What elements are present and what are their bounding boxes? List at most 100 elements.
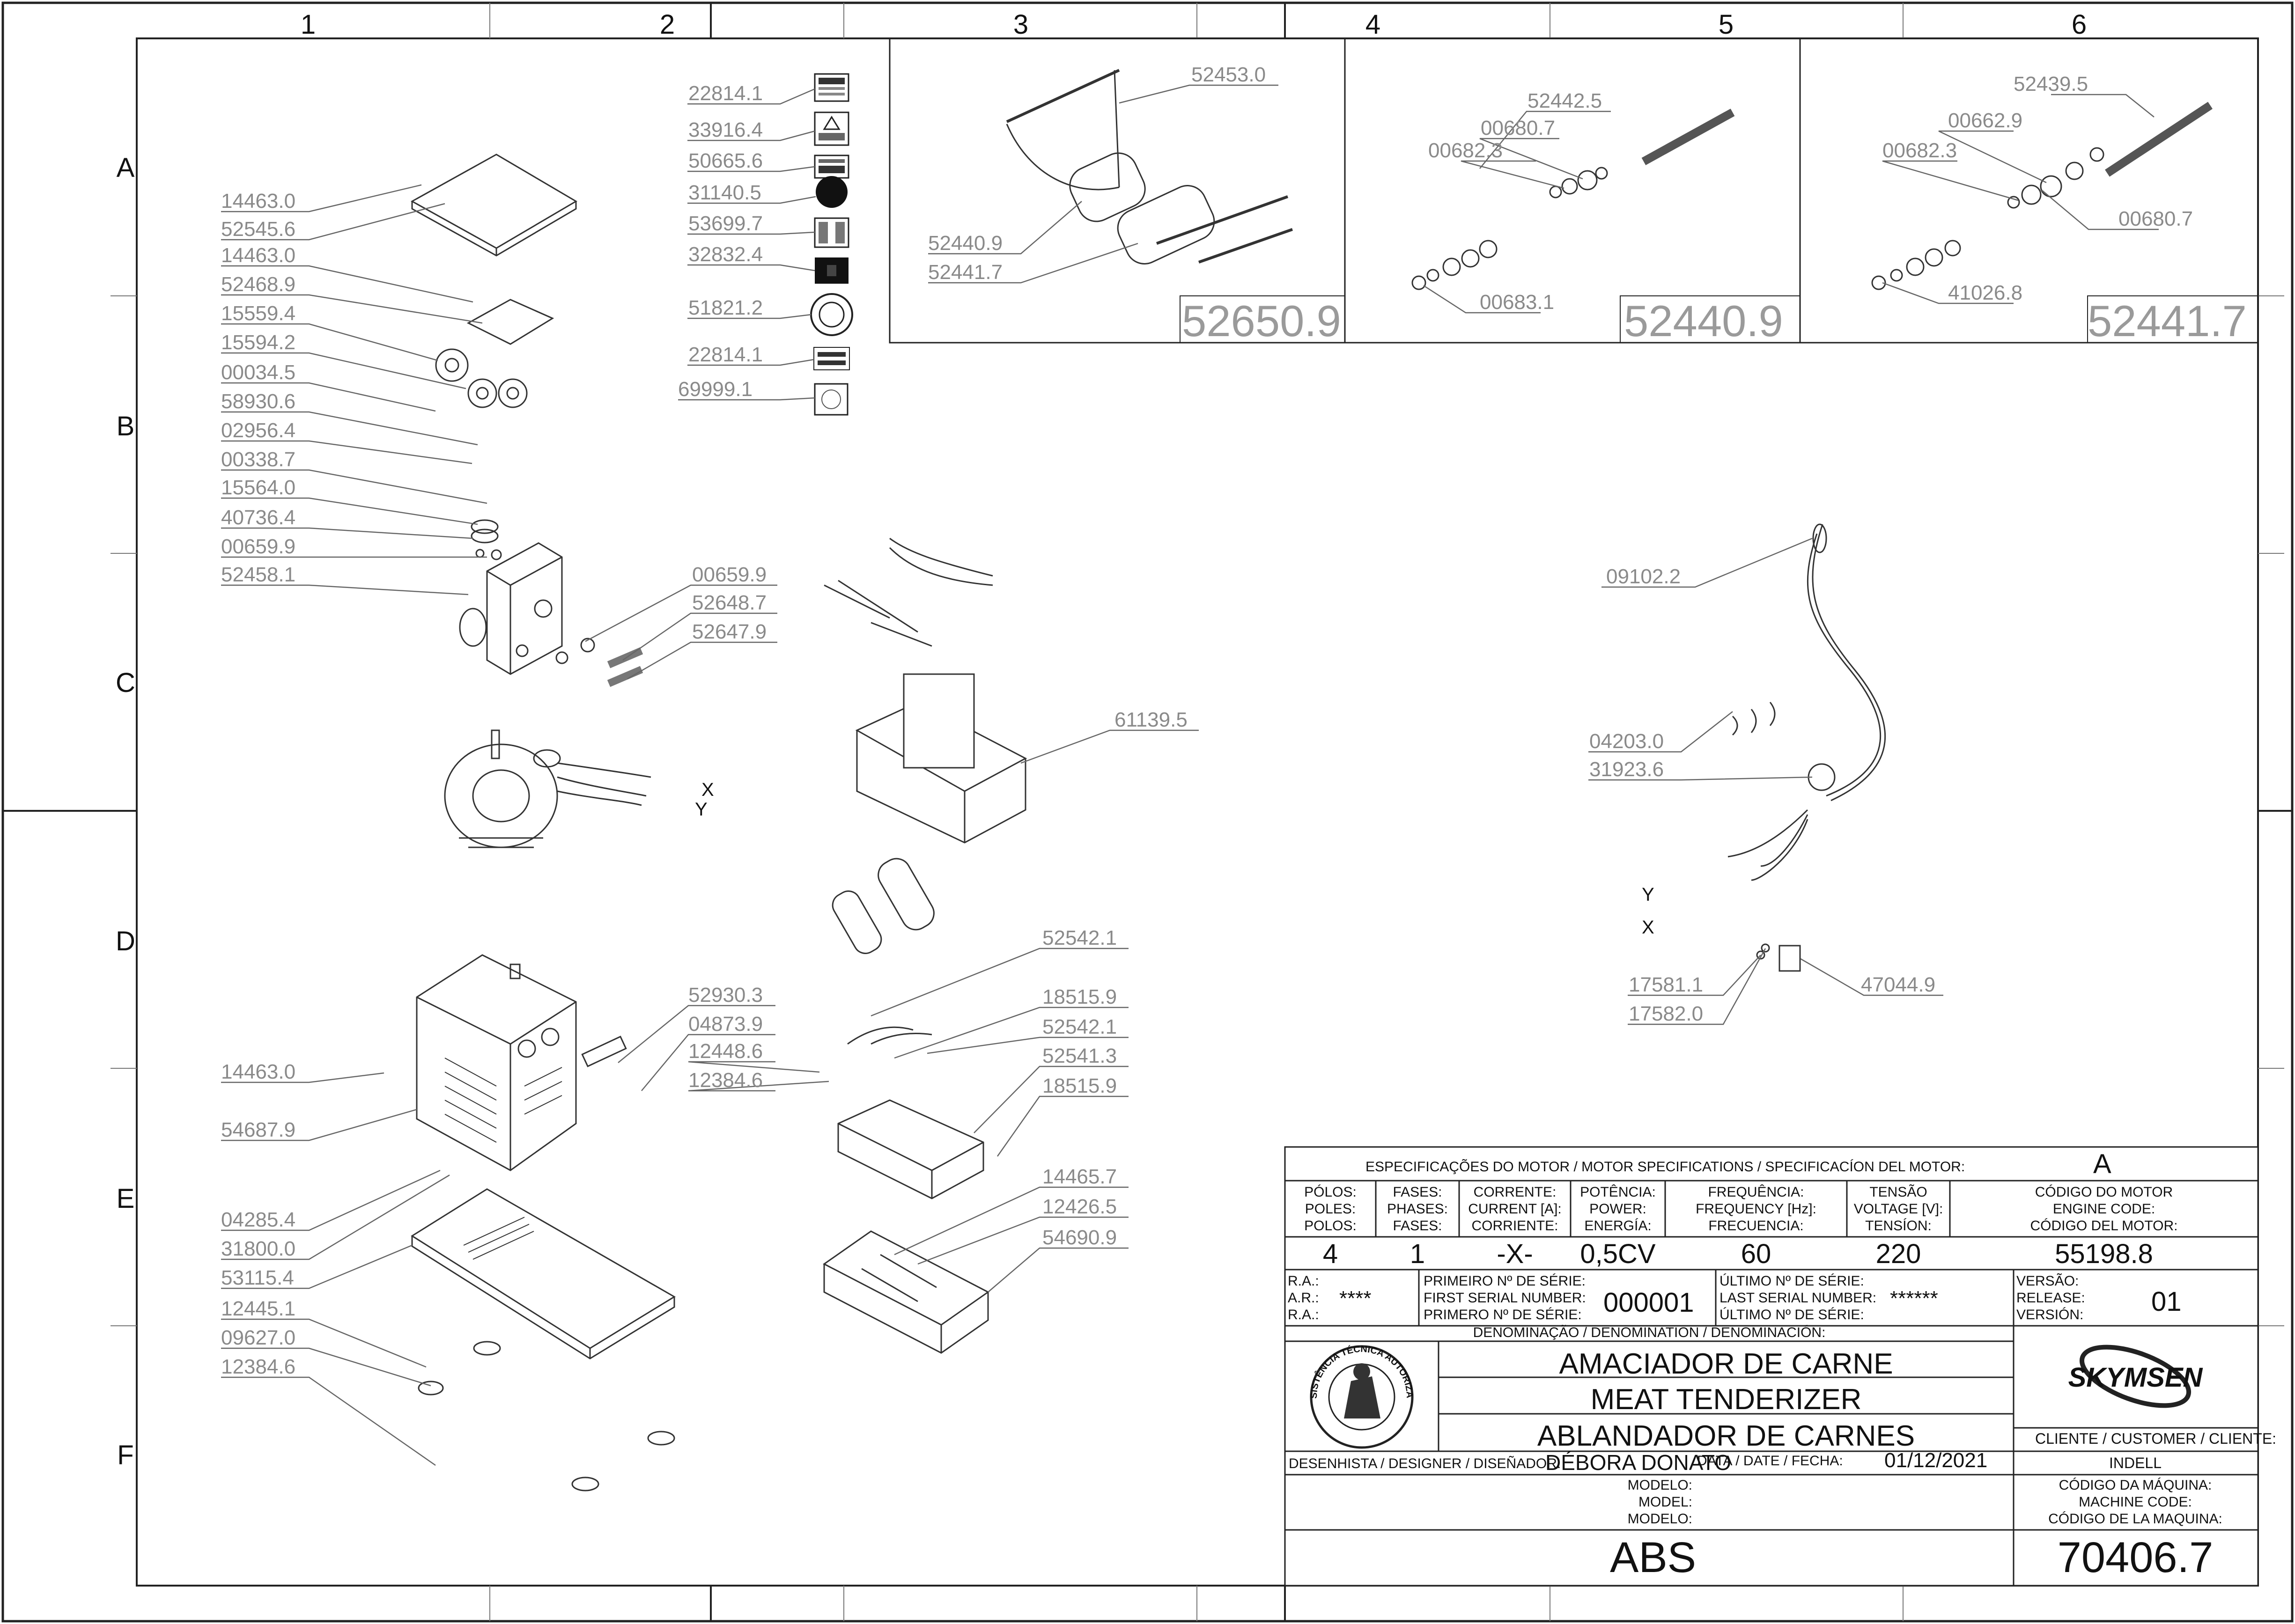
value-phases: 1 <box>1410 1239 1425 1269</box>
part-label: 12384.6 <box>221 1355 295 1378</box>
part-label: 09102.2 <box>1606 565 1681 588</box>
pins-part <box>471 519 643 687</box>
value-poles: 4 <box>1323 1239 1338 1269</box>
decal-label: 32832.4 <box>688 243 763 266</box>
part-label: 12384.6 <box>688 1069 763 1092</box>
last-serial-label-es: ÚLTIMO Nº DE SÉRIE: <box>1719 1307 1864 1323</box>
assembly-number-rollers: 52650.9 <box>1182 296 1341 345</box>
bracket-plate-part <box>466 299 554 345</box>
value-voltage: 220 <box>1876 1239 1921 1269</box>
leader-lines <box>221 84 2159 1466</box>
model-label-en: MODEL: <box>1638 1494 1692 1510</box>
part-label: 04873.9 <box>688 1013 763 1036</box>
parts-artwork <box>410 69 2213 1492</box>
decal-label: 33916.4 <box>688 118 763 141</box>
part-label: 00659.9 <box>221 535 295 558</box>
part-label: 00680.7 <box>1481 117 1555 140</box>
part-label: 52542.1 <box>1042 926 1117 949</box>
grid-col-1: 1 <box>301 9 316 40</box>
part-label: 52439.5 <box>2014 73 2088 96</box>
header-phases-en: PHASES: <box>1387 1201 1448 1217</box>
gearbox-housing-part <box>459 542 563 675</box>
decal-label: 69999.1 <box>678 378 753 401</box>
date-label: DATA / DATE / FECHA: <box>1697 1453 1843 1469</box>
decal-round-seal <box>810 293 853 336</box>
header-frequency-pt: FREQUÊNCIA: <box>1708 1184 1804 1200</box>
part-label: 52468.9 <box>221 273 295 296</box>
part-label: 00683.1 <box>1480 291 1554 314</box>
svg-text:ASSISTÊNCIA TÉCNICA AUTORIZADA: ASSISTÊNCIA TÉCNICA AUTORIZADA <box>0 0 1415 1399</box>
part-label: 52458.1 <box>221 563 295 586</box>
header-power-en: POWER: <box>1589 1201 1646 1217</box>
grid-col-5: 5 <box>1719 9 1734 40</box>
axis-label-x: X <box>1642 917 1654 938</box>
part-label: 14463.0 <box>221 244 295 267</box>
part-label: 40736.4 <box>221 506 295 529</box>
part-label: 47044.9 <box>1861 973 1935 996</box>
grid-row-e: E <box>117 1183 135 1214</box>
assembly-number-shaft-a: 52440.9 <box>1624 296 1783 345</box>
guide-block-part <box>855 673 1027 844</box>
part-label: 00680.7 <box>2118 207 2193 230</box>
decal-label-9 <box>814 383 849 416</box>
part-labels: 14463.0 52545.6 14463.0 52468.9 15559.4 … <box>221 63 2193 1378</box>
grid-row-a: A <box>117 153 135 183</box>
header-phases-es: FASES: <box>1393 1218 1442 1234</box>
motor-revision: A <box>2093 1149 2111 1179</box>
detail-boxes <box>889 37 2259 344</box>
switch-part <box>1756 943 1801 972</box>
part-label: 15559.4 <box>221 302 295 325</box>
part-label: 41026.8 <box>1948 281 2022 304</box>
denomination-label: DENOMINAÇÃO / DENOMINATION / DENOMINACIÓ… <box>1473 1324 1826 1340</box>
value-engine-code: 55198.8 <box>2055 1239 2153 1269</box>
header-voltage-es: TENSÍON: <box>1865 1218 1932 1234</box>
part-label: 15594.2 <box>221 331 295 354</box>
part-label: 00662.9 <box>1948 109 2022 132</box>
assembly-number-shaft-b: 52441.7 <box>2088 296 2247 345</box>
designer-value: DÉBORA DONATO <box>1545 1450 1731 1475</box>
part-label: 52542.1 <box>1042 1015 1117 1038</box>
header-voltage-pt: TENSÃO <box>1869 1184 1927 1200</box>
grid-row-c: C <box>116 668 135 698</box>
part-label: 31923.6 <box>1589 758 1664 781</box>
roller-assembly-detail-part <box>1006 69 1293 265</box>
main-housing-part <box>416 954 577 1171</box>
motor-part <box>444 729 651 848</box>
last-serial-label-pt: ÚLTIMO Nº DE SÉRIE: <box>1719 1273 1864 1289</box>
first-serial-label-es: PRIMERO Nº DE SÉRIE: <box>1424 1307 1582 1323</box>
header-power-es: ENERGÍA: <box>1584 1218 1651 1234</box>
cable-part <box>1727 523 1886 881</box>
grid-col-2: 2 <box>660 9 675 40</box>
part-label: 52440.9 <box>928 232 1003 255</box>
version-value: 01 <box>2151 1286 2182 1317</box>
ra-label-es: R.A.: <box>1288 1307 1319 1323</box>
machine-code-label-pt: CÓDIGO DA MÁQUINA: <box>2059 1477 2212 1493</box>
part-label: 12426.5 <box>1042 1195 1117 1218</box>
decal-label-8 <box>813 347 850 370</box>
motor-spec-title: ESPECIFICAÇÕES DO MOTOR / MOTOR SPECIFIC… <box>1365 1159 1965 1175</box>
comb-frame-part <box>581 1026 984 1199</box>
header-voltage-en: VOLTAGE [V]: <box>1854 1201 1943 1217</box>
part-label: 54687.9 <box>221 1118 295 1141</box>
value-power: 0,5CV <box>1580 1239 1656 1269</box>
gears-part <box>435 348 528 408</box>
part-label: 54690.9 <box>1042 1226 1117 1249</box>
part-label: 18515.9 <box>1042 1074 1117 1097</box>
grid-column-labels: 1 2 3 4 5 6 <box>301 9 2087 40</box>
part-label: 52545.6 <box>221 218 295 241</box>
part-label: 12448.6 <box>688 1040 763 1063</box>
axis-label-y: Y <box>695 799 708 820</box>
last-serial-value: ****** <box>1890 1287 1938 1310</box>
grid-row-f: F <box>117 1440 133 1470</box>
decal-label: 22814.1 <box>688 343 763 366</box>
part-label: 17581.1 <box>1629 973 1703 996</box>
grid-row-d: D <box>116 926 135 956</box>
part-label: 52442.5 <box>1528 89 1602 112</box>
header-phases-pt: FASES: <box>1393 1184 1442 1200</box>
ra-label-en: A.R.: <box>1288 1290 1319 1306</box>
part-label: 00034.5 <box>221 361 295 384</box>
axis-label-y: Y <box>1642 884 1654 905</box>
part-label: 00682.3 <box>1882 139 1957 162</box>
part-label: 00338.7 <box>221 448 295 471</box>
